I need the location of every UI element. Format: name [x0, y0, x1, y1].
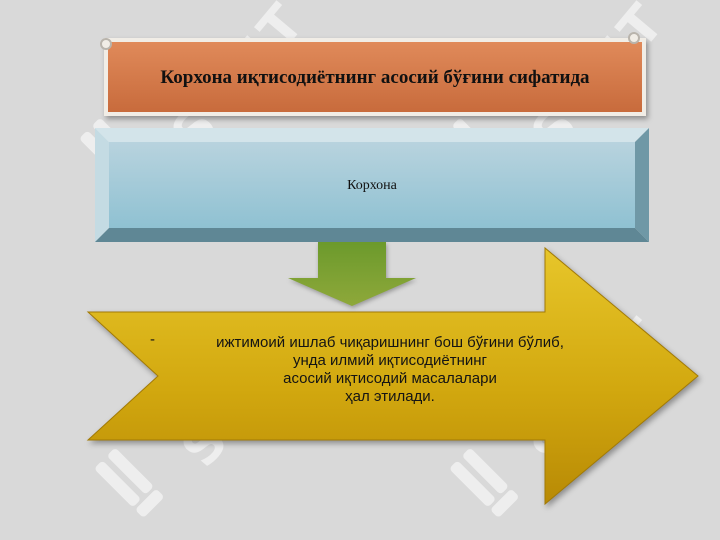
arrow-line-3: асосий иқтисодий масалалари — [283, 370, 497, 387]
enterprise-box: Корхона — [95, 128, 649, 242]
enterprise-label: Корхона — [347, 178, 397, 193]
arrow-line-2: унда илмий иқтисодиётнинг — [292, 352, 488, 369]
scroll-curl-right — [628, 32, 640, 44]
page-title: Корхона иқтисодиётнинг асосий бўғини сиф… — [160, 66, 590, 88]
bullet-dash: - — [150, 331, 155, 348]
arrow-description: - ижтимоий ишлаб чиқаришнинг бош бўғини … — [150, 331, 630, 406]
scroll-curl-left — [100, 38, 112, 50]
title-banner: Корхона иқтисодиётнинг асосий бўғини сиф… — [104, 38, 646, 116]
arrow-line-1: ижтимоий ишлаб чиқаришнинг бош бўғини бў… — [216, 334, 564, 351]
arrow-line-4: ҳал этилади. — [345, 388, 435, 405]
down-arrow-shape — [288, 242, 416, 306]
